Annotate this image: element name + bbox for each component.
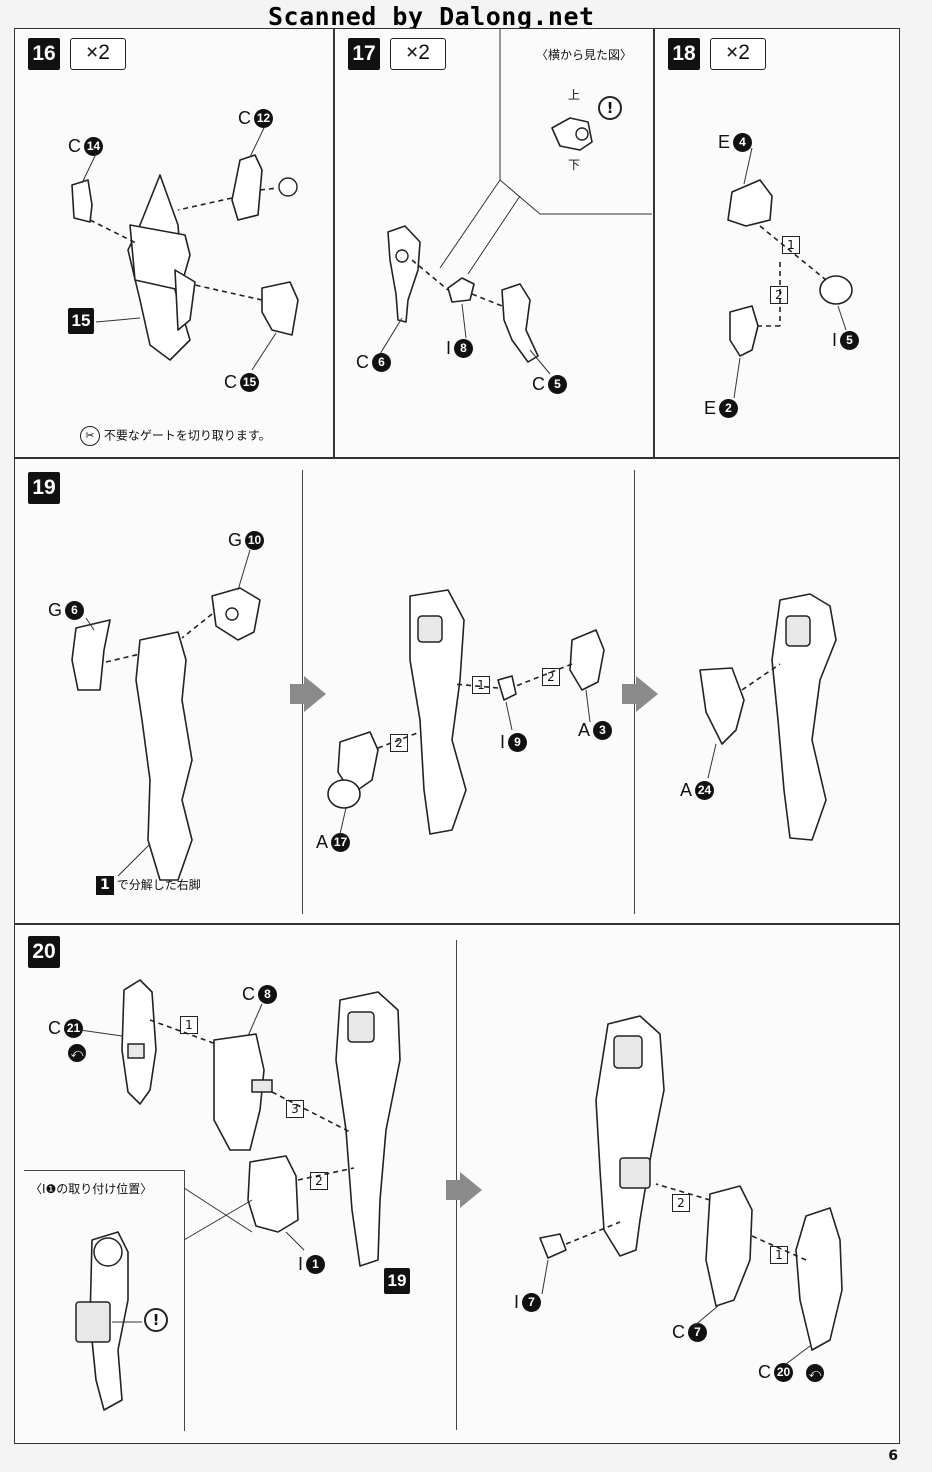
ref-step-15: 15 bbox=[68, 308, 94, 334]
sequence-1: 1 bbox=[770, 1246, 788, 1264]
sequence-1: 1 bbox=[180, 1016, 198, 1034]
step-17-multiplier: ×2 bbox=[390, 38, 446, 70]
step-arrow bbox=[460, 1172, 482, 1208]
inset-title: 〈I❶の取り付け位置〉 bbox=[30, 1182, 153, 1196]
step-19-art-b bbox=[327, 589, 605, 835]
step-20-number: 20 bbox=[28, 936, 60, 968]
step-16-art bbox=[71, 127, 299, 371]
step-18-number: 18 bbox=[668, 38, 700, 70]
step-arrow bbox=[304, 676, 326, 712]
step-arrow bbox=[636, 676, 658, 712]
step-17-art bbox=[379, 28, 652, 375]
step-17-number: 17 bbox=[348, 38, 380, 70]
caution-icon: ! bbox=[598, 96, 622, 120]
sequence-2: 2 bbox=[770, 286, 788, 304]
step-18-multiplier: ×2 bbox=[710, 38, 766, 70]
caution-icon: ! bbox=[144, 1308, 168, 1332]
step-20-art-a bbox=[75, 979, 401, 1411]
step-16-multiplier: ×2 bbox=[70, 38, 126, 70]
sequence-2: 2 bbox=[310, 1172, 328, 1190]
side-view-down-label: 下 bbox=[568, 158, 581, 172]
mirror-part-icon: ⤺ bbox=[806, 1364, 824, 1382]
scan-watermark: Scanned by Dalong.net bbox=[268, 2, 595, 31]
step-20-art-b bbox=[539, 1015, 843, 1365]
step-16-number: 16 bbox=[28, 38, 60, 70]
step-18-art bbox=[727, 147, 853, 399]
side-view-title: 〈横から見た図〉 bbox=[536, 48, 633, 62]
sequence-2: 2 bbox=[672, 1194, 690, 1212]
side-view-up-label: 上 bbox=[568, 88, 581, 102]
step-arrow-bar bbox=[290, 684, 304, 704]
gate-cut-note: ✂ 不要なゲートを切り取ります。 bbox=[80, 426, 271, 446]
mirror-part-icon: ⤺ bbox=[68, 1044, 86, 1062]
cut-gate-icon bbox=[278, 177, 298, 197]
step-arrow-bar bbox=[446, 1180, 460, 1200]
page-number: 6 bbox=[888, 1448, 898, 1464]
panel-step-18 bbox=[654, 28, 900, 458]
sequence-1: 1 bbox=[472, 676, 490, 694]
sequence-3: 3 bbox=[286, 1100, 304, 1118]
step-arrow-bar bbox=[622, 684, 636, 704]
ref-step-19: 19 bbox=[384, 1268, 410, 1294]
cut-gate-icon: ✂ bbox=[80, 426, 100, 446]
step-19-number: 19 bbox=[28, 472, 60, 504]
sequence-2: 2 bbox=[542, 668, 560, 686]
step-19-art-c bbox=[699, 593, 837, 841]
step-19-art-a bbox=[71, 549, 261, 881]
